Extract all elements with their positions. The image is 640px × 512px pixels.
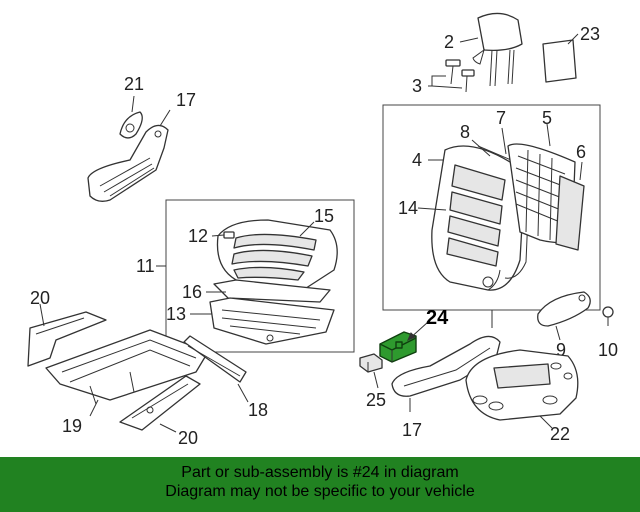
label-19: 19 — [62, 416, 82, 436]
label-9: 9 — [556, 340, 566, 360]
cushion-frame-box — [165, 199, 355, 353]
cushion-cover-part — [216, 219, 338, 293]
seat-back-pad-part — [477, 145, 531, 279]
parts-diagram: 2 3 23 1 4 8 7 5 6 14 — [27, 12, 618, 448]
label-10: 10 — [598, 340, 618, 360]
label-6: 6 — [576, 142, 586, 162]
label-sheet-part — [542, 39, 577, 83]
bracket-part — [183, 335, 247, 383]
console-box-part — [465, 349, 579, 421]
headrest-guide-part — [445, 59, 475, 93]
label-11: 11 — [136, 256, 155, 276]
recliner-handle-part — [119, 111, 143, 139]
label-14: 14 — [398, 198, 418, 218]
label-18: 18 — [248, 400, 268, 420]
cushion-frame-part — [209, 297, 335, 345]
label-24: 24 — [426, 307, 449, 329]
lower-side-cover-part — [119, 375, 201, 431]
label-4: 4 — [412, 150, 422, 170]
label-15: 15 — [314, 206, 334, 226]
armrest-part — [537, 291, 591, 327]
label-17a: 17 — [176, 90, 196, 110]
headrest-part — [472, 12, 523, 87]
label-22: 22 — [550, 424, 570, 444]
seat-side-cover-part — [87, 124, 169, 202]
side-shield-part — [391, 335, 501, 397]
label-20b: 20 — [178, 428, 198, 448]
label-23: 23 — [580, 24, 600, 44]
label-2: 2 — [444, 32, 454, 52]
banner-line-2: Diagram may not be specific to your vehi… — [165, 483, 475, 500]
cushion-pad-part — [213, 279, 331, 303]
label-12: 12 — [188, 226, 208, 246]
label-16: 16 — [182, 282, 202, 302]
back-board-part — [555, 175, 585, 251]
clip-part — [359, 353, 383, 373]
label-20a: 20 — [30, 288, 50, 308]
label-8: 8 — [460, 122, 470, 142]
highlighted-part-24 — [379, 331, 417, 363]
label-13: 13 — [166, 304, 186, 324]
seat-back-cover-part — [431, 145, 526, 291]
seat-track-part — [27, 311, 209, 405]
label-25: 25 — [366, 390, 386, 410]
label-17b: 17 — [402, 420, 422, 440]
label-21: 21 — [124, 74, 144, 94]
banner-line-1: Part or sub-assembly is #24 in diagram — [181, 464, 459, 481]
seat-back-frame-box — [382, 104, 601, 311]
label-3: 3 — [412, 76, 422, 96]
notice-banner: Part or sub-assembly is #24 in diagram D… — [0, 457, 640, 512]
cap-part — [602, 306, 614, 326]
label-7: 7 — [496, 108, 506, 128]
label-5: 5 — [542, 108, 552, 128]
